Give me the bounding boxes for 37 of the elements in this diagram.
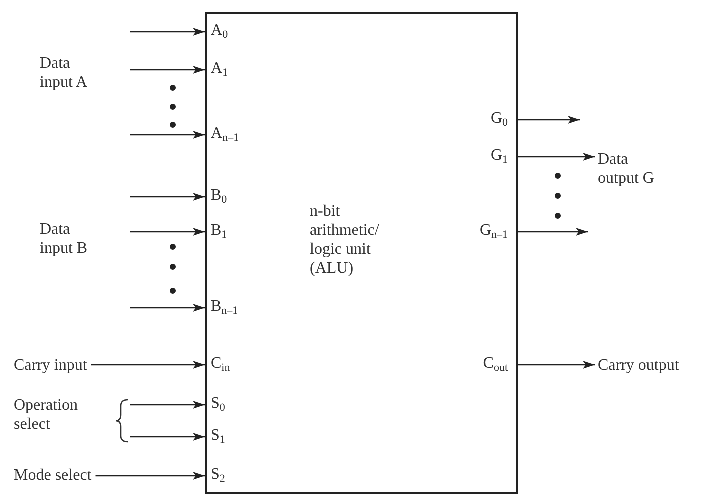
signal-label: Carry output [598,356,680,375]
pin-label: B$_{n–1}$ [211,299,238,315]
arrow [518,153,595,161]
arrow [130,66,205,74]
signal-label: Mode select [14,466,92,485]
pin-label: A$_{0}$ [211,23,228,39]
alu-block [205,12,518,494]
arrow [130,228,205,236]
arrow [130,193,205,201]
arrow [518,361,595,369]
pin-label: A$_{n–1}$ [211,126,240,142]
pin-label: B$_{0}$ [211,188,228,204]
pin-label: C$_{in}$ [211,356,230,372]
pin-label: G$_{0}$ [490,111,508,127]
input-group-label: Data input B [40,220,89,258]
arrow [130,304,205,312]
arrow [130,131,205,139]
arrow [91,361,205,369]
pin-label: B$_{1}$ [211,223,228,239]
pin-label: A$_{1}$ [211,61,228,77]
input-group-label: Operation select [14,396,130,446]
block-title: n-bit arithmetic/ logic unit (ALU) [310,202,380,278]
arrow [518,116,580,124]
pin-label: S$_{0}$ [211,396,226,412]
signal-label: Data output G [598,150,664,188]
input-group-label: Data input A [40,54,89,92]
arrow [518,228,588,236]
pin-label: C$_{out}$ [483,356,508,372]
arrow [130,28,205,36]
pin-label: S$_{1}$ [211,428,226,444]
arrow [96,472,205,480]
pin-label: G$_{1}$ [490,148,508,164]
pin-label: G$_{n–1}$ [480,223,508,239]
arrow [130,433,205,441]
arrow [130,401,205,409]
signal-label: Carry input [14,356,88,375]
pin-label: S$_{2}$ [211,467,226,483]
